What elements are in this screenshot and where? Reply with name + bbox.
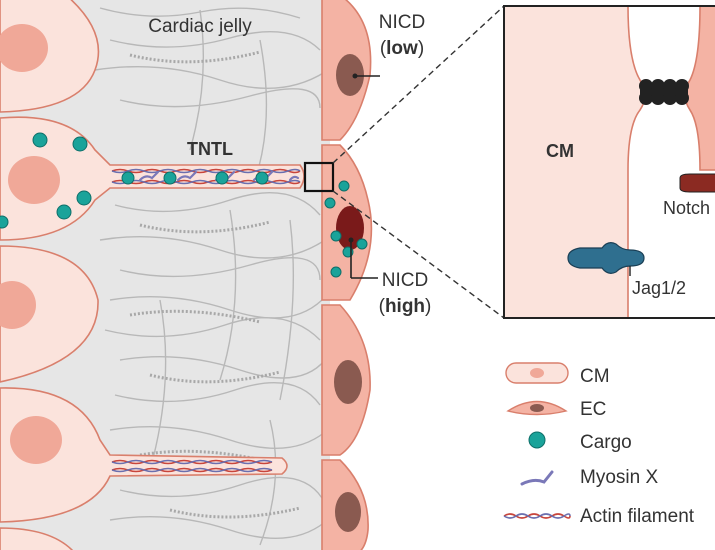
nicd-low-state: (low) [380, 38, 424, 59]
legend-item-ec: EC [506, 399, 606, 420]
zoom-line-bottom [332, 190, 505, 319]
inset-jag-ligand [567, 242, 645, 274]
cargo-particles [0, 132, 368, 278]
cm-cell-bottom [0, 527, 73, 550]
inset-jag-label: Jag1/2 [632, 278, 686, 298]
legend-item-actin: Actin filament [503, 506, 695, 527]
nicd-high-label: NICD [382, 270, 428, 291]
tntl-label: TNTL [187, 139, 233, 159]
legend-item-myosin: Myosin X [520, 467, 658, 488]
legend: CM EC Cargo Myosin X Actin filament [503, 362, 695, 527]
zoom-line-top [332, 5, 505, 164]
nicd-low-label: NICD [379, 12, 425, 33]
inset-cm-cell [504, 6, 646, 318]
inset-panel [503, 5, 715, 319]
cm-nuclei [0, 24, 62, 464]
cm-cell-lower [0, 387, 288, 523]
nicd-high-state: (high) [379, 296, 432, 317]
lower-protrusion-actin [111, 459, 273, 473]
inset-receptor-dark [639, 79, 689, 105]
legend-label-myosin: Myosin X [580, 467, 658, 488]
tntl-actin-lower [111, 179, 301, 185]
inset-cm-label: CM [546, 141, 574, 161]
legend-label-actin: Actin filament [580, 506, 695, 527]
jelly-fibers [94, 7, 326, 546]
cm-cell-middle [0, 245, 99, 383]
jelly-fibers-dotted [129, 50, 301, 519]
ec-nuclei [334, 54, 364, 532]
cardiac-jelly-label: Cardiac jelly [148, 16, 252, 37]
legend-label-cargo: Cargo [580, 432, 632, 453]
inset-notch-label: Notch [663, 198, 710, 218]
legend-label-ec: EC [580, 399, 606, 420]
legend-item-cm: CM [505, 362, 610, 387]
legend-label-cm: CM [580, 366, 610, 387]
zoom-box [303, 161, 335, 193]
legend-item-cargo: Cargo [528, 431, 632, 453]
inset-notch-receptor [679, 173, 715, 193]
